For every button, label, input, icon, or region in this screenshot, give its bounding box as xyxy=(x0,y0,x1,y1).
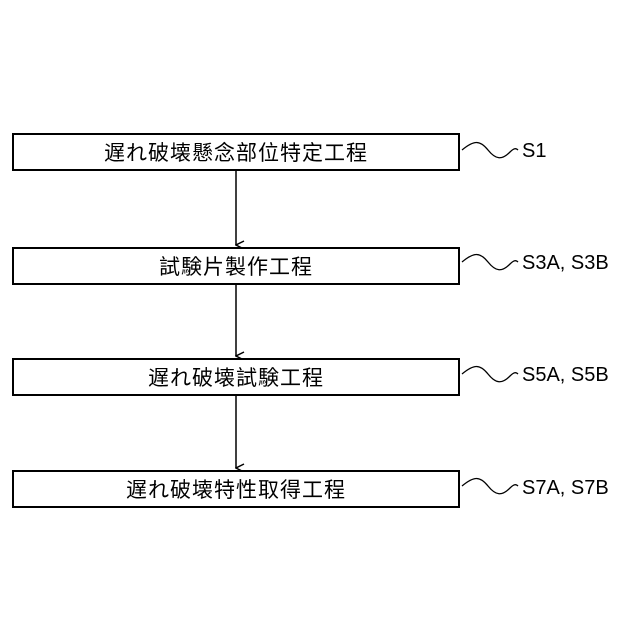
leader-squiggle-3 xyxy=(462,367,518,382)
leader-squiggle-4 xyxy=(462,479,518,494)
step-code-4: S7A, S7B xyxy=(522,476,609,500)
step-label-4: 遅れ破壊特性取得工程 xyxy=(126,474,346,504)
step-code-3: S5A, S5B xyxy=(522,363,609,387)
step-box-3: 遅れ破壊試験工程 xyxy=(12,358,460,396)
step-box-1: 遅れ破壊懸念部位特定工程 xyxy=(12,133,460,171)
step-label-3: 遅れ破壊試験工程 xyxy=(148,362,324,392)
step-code-1: S1 xyxy=(522,139,546,163)
leader-squiggle-1 xyxy=(462,143,518,158)
leader-squiggle-2 xyxy=(462,255,518,270)
step-label-2: 試験片製作工程 xyxy=(159,251,313,281)
step-box-4: 遅れ破壊特性取得工程 xyxy=(12,470,460,508)
step-box-2: 試験片製作工程 xyxy=(12,247,460,285)
step-label-1: 遅れ破壊懸念部位特定工程 xyxy=(104,137,368,167)
step-code-2: S3A, S3B xyxy=(522,251,609,275)
